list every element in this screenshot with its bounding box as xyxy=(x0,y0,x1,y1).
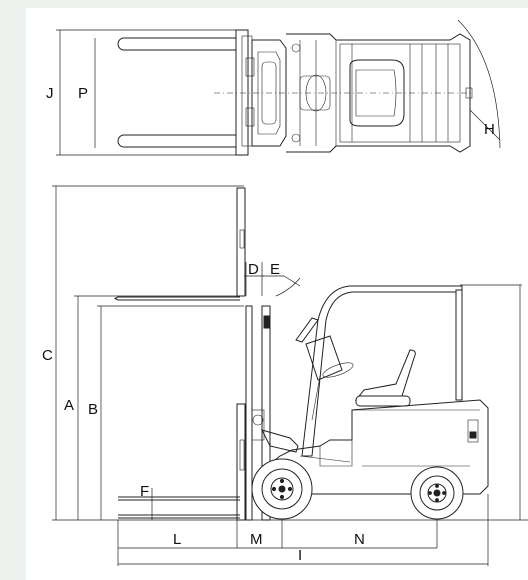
label-l: L xyxy=(173,531,181,548)
steering-wheel-side xyxy=(322,362,354,378)
rear-wheel xyxy=(410,466,464,520)
turning-radius-arc xyxy=(457,19,501,149)
label-j: J xyxy=(46,85,54,102)
side-view: C A B D E F L M N I xyxy=(42,185,528,566)
front-wheel xyxy=(251,458,313,520)
lowered-carriage xyxy=(236,403,246,521)
label-h: H xyxy=(484,121,495,138)
label-c: C xyxy=(42,347,53,364)
seat-top xyxy=(349,59,405,127)
raised-carriage xyxy=(236,187,246,297)
fork-top-left xyxy=(117,37,241,51)
truck-body-top xyxy=(286,33,471,153)
label-m: M xyxy=(250,531,263,548)
label-f: F xyxy=(140,483,149,500)
fork-top-right xyxy=(117,134,241,148)
label-b: B xyxy=(88,401,98,418)
label-i: I xyxy=(298,547,302,564)
label-e: E xyxy=(270,261,280,278)
label-a: A xyxy=(64,397,74,414)
seat-side xyxy=(354,349,416,401)
label-n: N xyxy=(354,531,365,548)
top-view: J P H xyxy=(46,19,501,156)
dim-line-e xyxy=(262,275,301,287)
mast-outer xyxy=(245,305,253,521)
label-p: P xyxy=(78,85,88,102)
rear-post xyxy=(455,289,463,401)
label-d: D xyxy=(248,261,259,278)
dashboard xyxy=(305,335,343,381)
mast-inner xyxy=(261,305,271,521)
